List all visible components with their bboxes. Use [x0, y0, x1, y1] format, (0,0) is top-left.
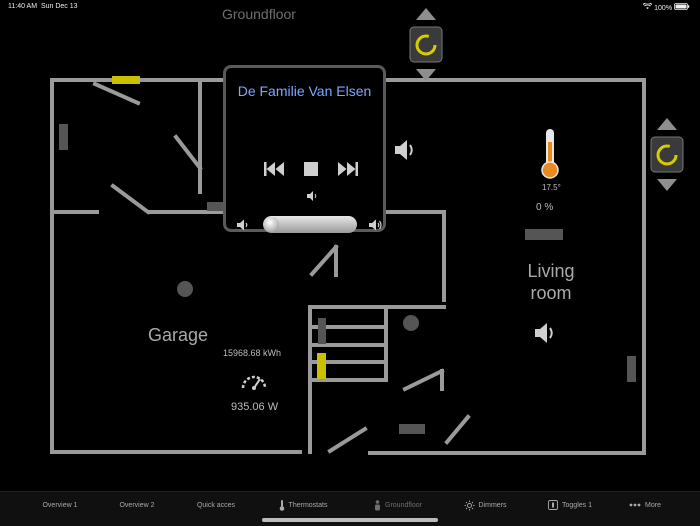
tab-groundfloor[interactable]: Groundfloor — [356, 492, 440, 518]
tab-toggles-1[interactable]: Toggles 1 — [532, 492, 608, 518]
stop-icon[interactable] — [304, 162, 318, 176]
arrow-down-icon[interactable] — [416, 69, 436, 81]
energy-total: 15968.68 kWh — [223, 348, 282, 358]
scene-control-top — [409, 8, 443, 82]
power-ring-icon — [415, 34, 437, 56]
percentage-value: 0 % — [536, 202, 554, 213]
power-value: 935.06 W — [231, 401, 279, 413]
speaker-icon[interactable] — [534, 322, 558, 344]
toggle-icon — [548, 500, 558, 510]
temperature-value: 17.5° — [542, 183, 561, 192]
lamp-hall[interactable] — [403, 315, 419, 331]
status-time: 11:40 AM Sun Dec 13 — [8, 3, 78, 10]
volume-slider-knob[interactable] — [264, 217, 279, 232]
tab-overview-2[interactable]: Overview 2 — [119, 501, 155, 509]
scene-button[interactable] — [650, 136, 684, 173]
volume-up-icon[interactable] — [368, 218, 383, 232]
gauge-icon[interactable] — [240, 372, 268, 390]
arrow-down-icon[interactable] — [657, 179, 677, 191]
media-source-name: De Familie Van Elsen — [237, 83, 372, 99]
next-track-icon[interactable] — [338, 162, 358, 176]
more-dots-icon — [629, 503, 641, 507]
power-ring-icon — [656, 144, 678, 166]
tab-quick-acces[interactable]: Quick acces — [196, 501, 236, 509]
tab-overview-1[interactable]: Overview 1 — [42, 501, 78, 509]
status-right: 100% — [643, 3, 690, 12]
page-title: Groundfloor — [222, 6, 296, 22]
wifi-icon — [643, 3, 653, 10]
speaker-icon[interactable] — [394, 139, 418, 161]
scene-button[interactable] — [409, 26, 443, 63]
person-icon — [375, 499, 381, 510]
previous-track-icon[interactable] — [264, 162, 284, 176]
tab-dimmers[interactable]: Dimmers — [450, 492, 520, 518]
volume-down-icon[interactable] — [236, 218, 250, 232]
volume-small-icon — [307, 191, 317, 201]
arrow-up-icon[interactable] — [657, 118, 677, 130]
volume-slider[interactable] — [263, 216, 357, 233]
arrow-up-icon[interactable] — [416, 8, 436, 20]
light-top-left[interactable] — [112, 76, 140, 84]
media-player-popup: De Familie Van Elsen — [223, 65, 386, 233]
home-indicator[interactable] — [262, 518, 438, 522]
thermometer-icon — [279, 499, 284, 511]
lamp-garage[interactable] — [177, 281, 193, 297]
thermometer-icon[interactable] — [540, 128, 560, 180]
status-bar: 11:40 AM Sun Dec 13 100% — [0, 0, 700, 14]
tab-more[interactable]: More — [614, 492, 676, 518]
room-label-garage: Garage — [148, 325, 209, 345]
room-label-living: Living room — [527, 261, 575, 303]
battery-icon — [674, 3, 690, 10]
tab-thermostats[interactable]: Thermostats — [262, 492, 344, 518]
scene-control-right — [650, 118, 684, 192]
light-stairs[interactable] — [317, 353, 326, 379]
sun-icon — [464, 500, 474, 510]
